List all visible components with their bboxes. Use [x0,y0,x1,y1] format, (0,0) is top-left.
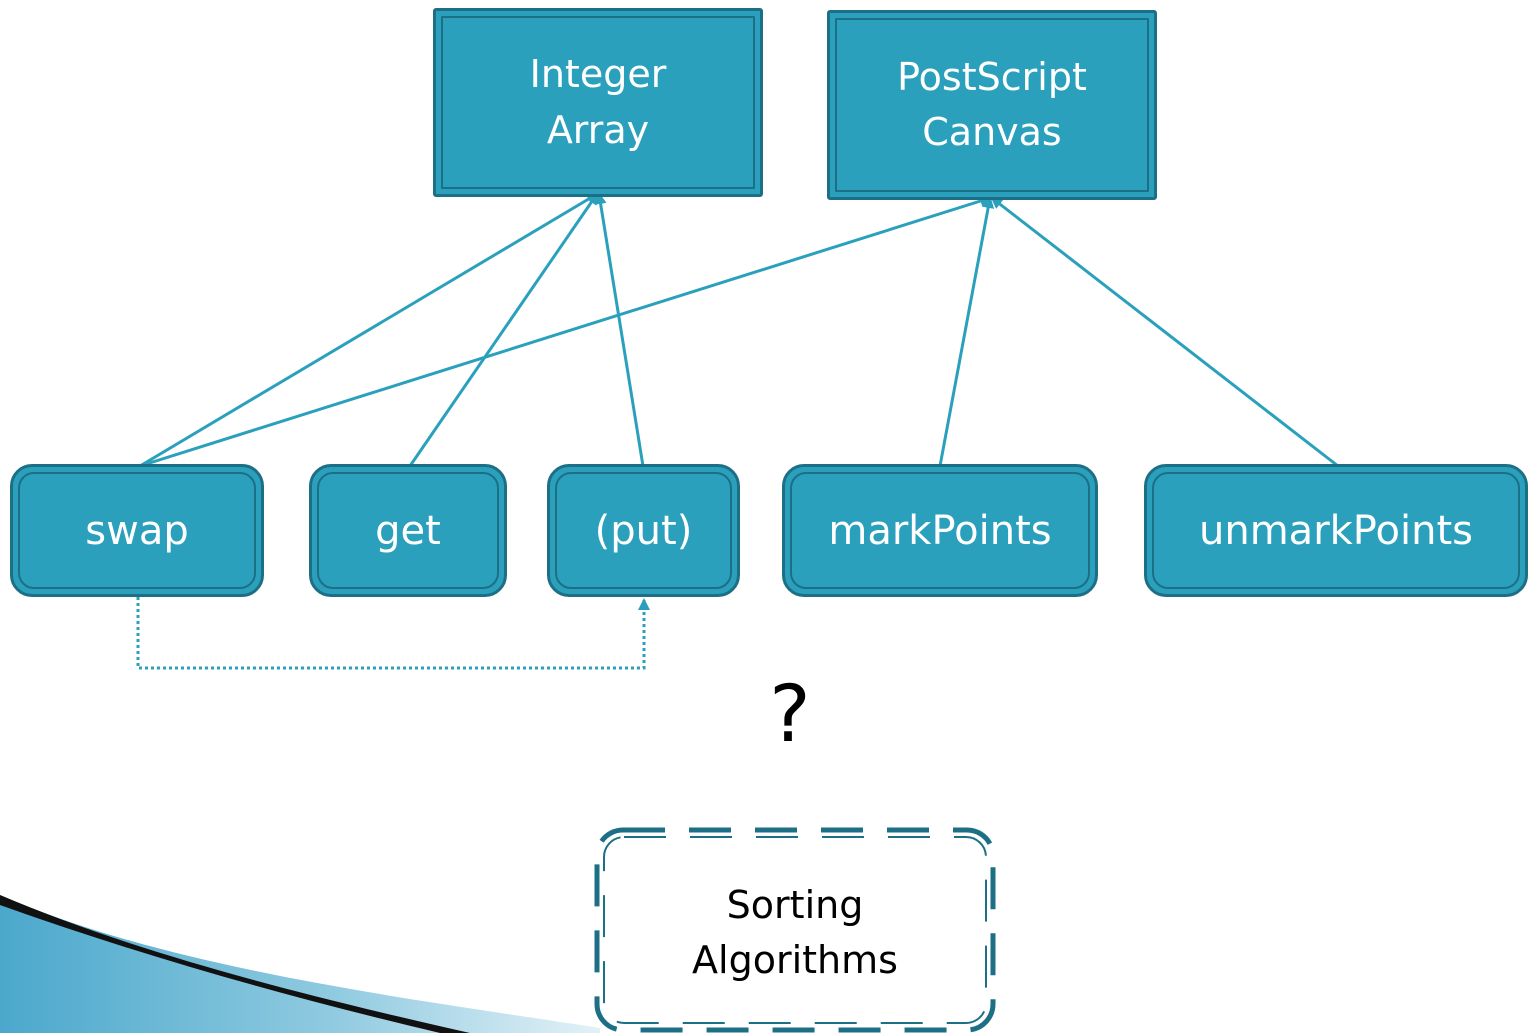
sorting-algorithms-label: Sorting Algorithms [692,883,898,983]
edge-unmarkpoints-to-postscript-canvas [990,196,1339,468]
method-box-get[interactable]: get [309,464,507,597]
edge-put-to-integer-array [594,192,645,467]
edge-get-to-integer-array [408,192,599,467]
method-label-put: (put) [594,507,693,554]
edge-swap-to-integer-array [139,192,599,468]
class-label-integer-array: Integer Array [529,52,667,152]
method-label-swap: swap [85,507,189,554]
edge-swap-to-put-dotted [136,597,650,670]
edge-swap-to-postscript-canvas [139,195,992,468]
class-box-integer-array[interactable]: Integer Array [433,8,763,197]
class-box-postscript-canvas[interactable]: PostScript Canvas [827,10,1157,200]
method-label-get: get [375,507,441,554]
method-box-put[interactable]: (put) [547,464,740,597]
edge-markpoints-to-postscript-canvas [938,196,995,467]
method-box-markpoints[interactable]: markPoints [782,464,1098,597]
method-box-unmarkpoints[interactable]: unmarkPoints [1144,464,1528,597]
method-box-swap[interactable]: swap [10,464,264,597]
method-label-markpoints: markPoints [828,507,1052,554]
class-label-postscript-canvas: PostScript Canvas [897,54,1087,154]
method-label-unmarkpoints: unmarkPoints [1199,507,1473,554]
question-mark: ? [769,670,811,760]
